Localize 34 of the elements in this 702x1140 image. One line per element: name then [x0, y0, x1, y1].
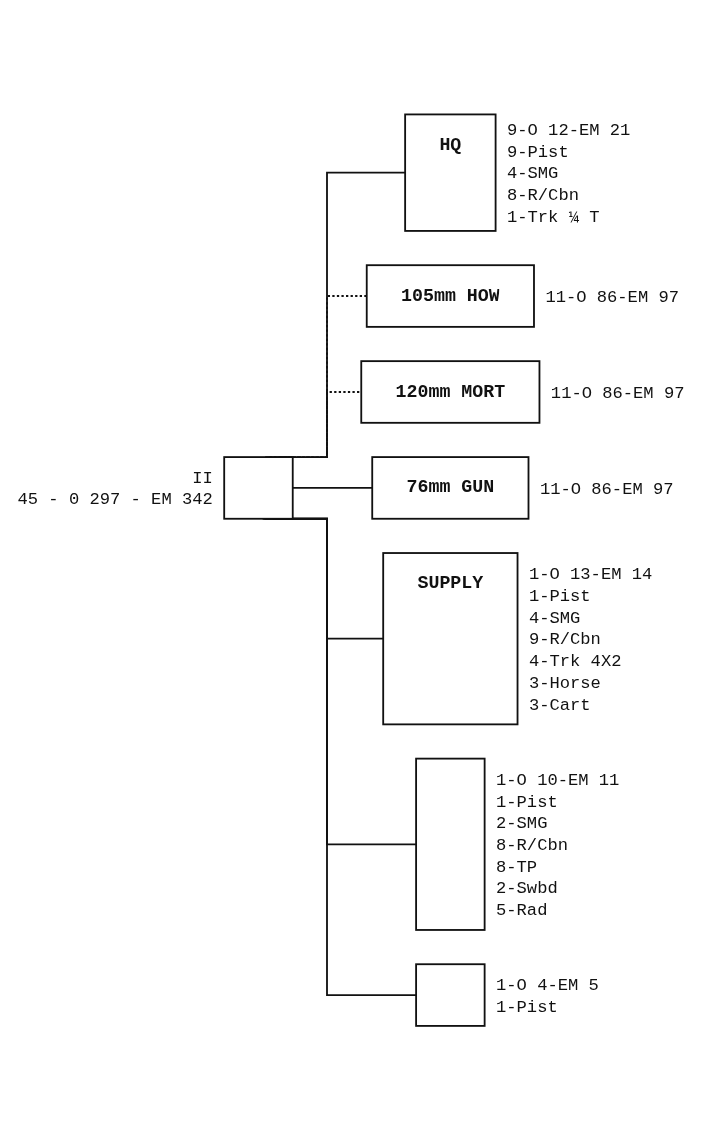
- strength-label: 11-O 86-EM 97: [539, 479, 674, 499]
- node-box: [415, 963, 486, 1027]
- strength-label: 1-O 4-EM 5: [496, 975, 599, 995]
- equipment-label: 1-Pist: [496, 792, 558, 812]
- equipment-label: 3-Cart: [528, 695, 591, 715]
- node-box: [415, 757, 486, 931]
- strength-label: 1-O 10-EM 11: [496, 770, 620, 790]
- node-box: SUPPLY: [382, 551, 519, 726]
- strength-label: 1-O 13-EM 14: [528, 565, 653, 585]
- equipment-label: 8-R/Cbn: [507, 185, 579, 205]
- unit-label: II: [192, 468, 213, 488]
- equipment-label: 4-Trk 4X2: [528, 651, 622, 671]
- unit-label: 45 - 0 297 - EM 342: [17, 490, 213, 510]
- equipment-label: 1-Trk ¼ T: [507, 207, 600, 227]
- equipment-label: 3-Horse: [528, 673, 601, 693]
- node-box: 120mm MORT: [360, 360, 541, 424]
- strength-label: 11-O 86-EM 97: [550, 383, 685, 403]
- strength-label: 9-O 12-EM 21: [507, 120, 631, 140]
- equipment-label: 9-Pist: [507, 142, 569, 162]
- equipment-label: 8-TP: [496, 857, 538, 877]
- strength-label: 11-O 86-EM 97: [545, 287, 679, 307]
- equipment-label: 8-R/Cbn: [496, 835, 568, 855]
- node-box: [223, 456, 294, 520]
- equipment-label: 2-SMG: [496, 814, 548, 834]
- equipment-label: 4-SMG: [528, 608, 581, 628]
- equipment-label: 1-Pist: [496, 997, 558, 1017]
- node-box: 76mm GUN: [371, 456, 530, 520]
- equipment-label: 1-Pist: [528, 586, 591, 606]
- node-box: 105mm HOW: [365, 264, 535, 328]
- equipment-label: 2-Swbd: [496, 879, 558, 899]
- equipment-label: 5-Rad: [496, 900, 548, 920]
- equipment-label: 9-R/Cbn: [528, 630, 601, 650]
- node-box: HQ: [404, 113, 497, 232]
- equipment-label: 4-SMG: [507, 164, 559, 184]
